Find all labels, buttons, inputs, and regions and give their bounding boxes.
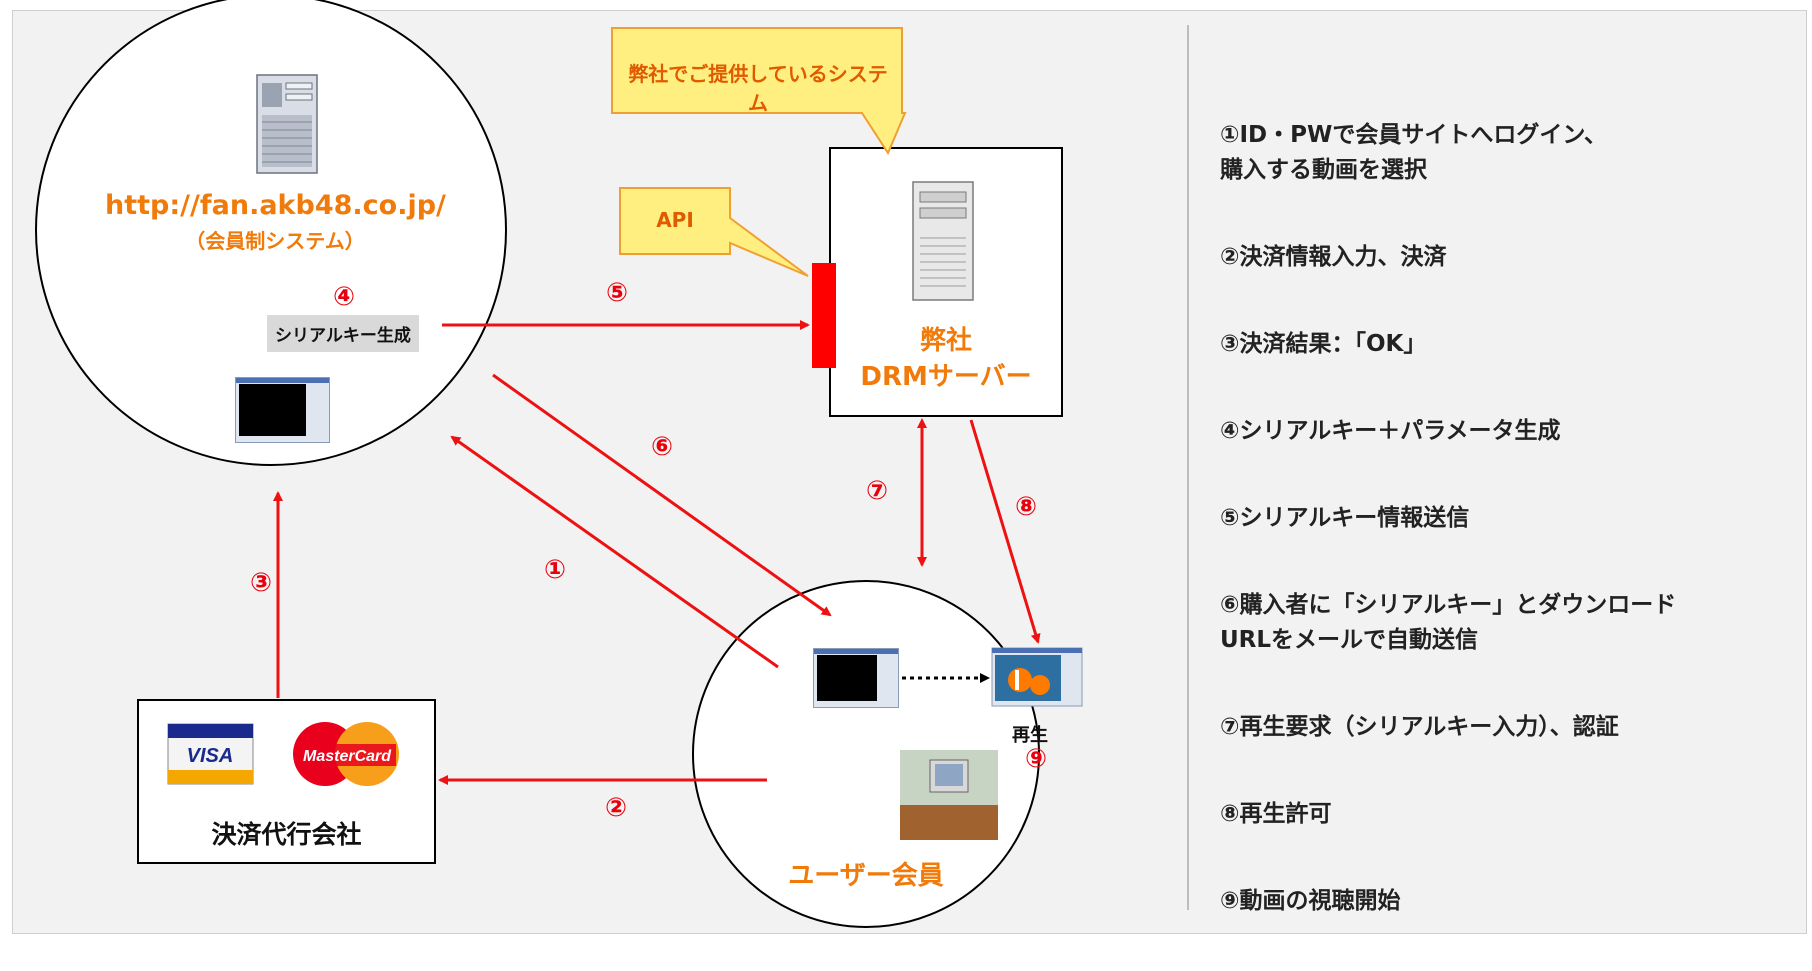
site-video-screen bbox=[235, 377, 330, 443]
arrow-6 bbox=[492, 373, 832, 617]
api-bar bbox=[812, 263, 836, 368]
arrow-8 bbox=[969, 419, 1041, 644]
step-item-7: ⑦再生要求（シリアルキー入力）、認証 bbox=[1220, 714, 1619, 740]
serial-key-chip: シリアルキー生成 bbox=[267, 315, 419, 352]
step-number-9: ⑨ bbox=[1025, 744, 1048, 774]
step-number-6: ⑥ bbox=[651, 432, 674, 462]
step-number-7: ⑦ bbox=[866, 476, 889, 506]
visa-card-icon: VISA bbox=[167, 723, 254, 785]
user-computer-icon bbox=[900, 750, 998, 840]
step-number-3: ③ bbox=[250, 568, 273, 598]
api-callout-text: API bbox=[656, 208, 694, 232]
step-number-4: ④ bbox=[333, 282, 356, 312]
mastercard-icon: MasterCard bbox=[293, 722, 399, 786]
user-circle bbox=[692, 580, 1040, 928]
drm-server-icon bbox=[912, 181, 974, 301]
video-playing-thumbnail bbox=[991, 647, 1083, 707]
system-callout bbox=[611, 27, 907, 156]
visa-text: VISA bbox=[187, 745, 234, 767]
step-item-5: ⑤シリアルキー情報送信 bbox=[1220, 505, 1470, 531]
diagram-canvas: VISA MasterCard bbox=[12, 0, 1807, 934]
payment-company-label: 決済代行会社 bbox=[211, 820, 362, 849]
step-item-4: ④シリアルキー＋パラメータ生成 bbox=[1220, 418, 1561, 444]
site-server-icon bbox=[256, 74, 318, 174]
user-member-label: ユーザー会員 bbox=[788, 861, 944, 891]
site-subtitle: （会員制システム） bbox=[185, 229, 365, 253]
step-item-9: ⑨動画の視聴開始 bbox=[1220, 888, 1401, 914]
step-number-8: ⑧ bbox=[1015, 492, 1038, 522]
site-url: http://fan.akb48.co.jp/ bbox=[105, 190, 446, 221]
play-label: 再生 bbox=[1012, 725, 1048, 746]
drm-label-server: DRMサーバー bbox=[860, 362, 1032, 392]
step-number-1: ① bbox=[544, 555, 567, 585]
step-item-6: ⑥購入者に「シリアルキー」とダウンロード URLをメールで自動送信 bbox=[1220, 592, 1677, 653]
step-list: ①ID・PWで会員サイトへログイン、 購入する動画を選択 ②決済情報入力、決済 … bbox=[1220, 118, 1780, 971]
step-number-2: ② bbox=[605, 793, 628, 823]
step-number-5: ⑤ bbox=[606, 278, 629, 308]
step-item-1: ①ID・PWで会員サイトへログイン、 購入する動画を選択 bbox=[1220, 122, 1607, 183]
step-item-8: ⑧再生許可 bbox=[1220, 801, 1332, 827]
drm-label-company: 弊社 bbox=[919, 326, 972, 356]
system-callout-text: 弊社でご提供しているシステム bbox=[628, 62, 888, 115]
api-callout bbox=[619, 187, 809, 277]
step-item-3: ③決済結果：「OK」 bbox=[1220, 331, 1427, 357]
mastercard-text: MasterCard bbox=[303, 748, 392, 765]
diagram-graphics: VISA MasterCard bbox=[35, 0, 1189, 928]
arrow-1 bbox=[450, 435, 779, 669]
user-video-screen bbox=[813, 648, 899, 708]
step-item-2: ②決済情報入力、決済 bbox=[1220, 244, 1447, 270]
